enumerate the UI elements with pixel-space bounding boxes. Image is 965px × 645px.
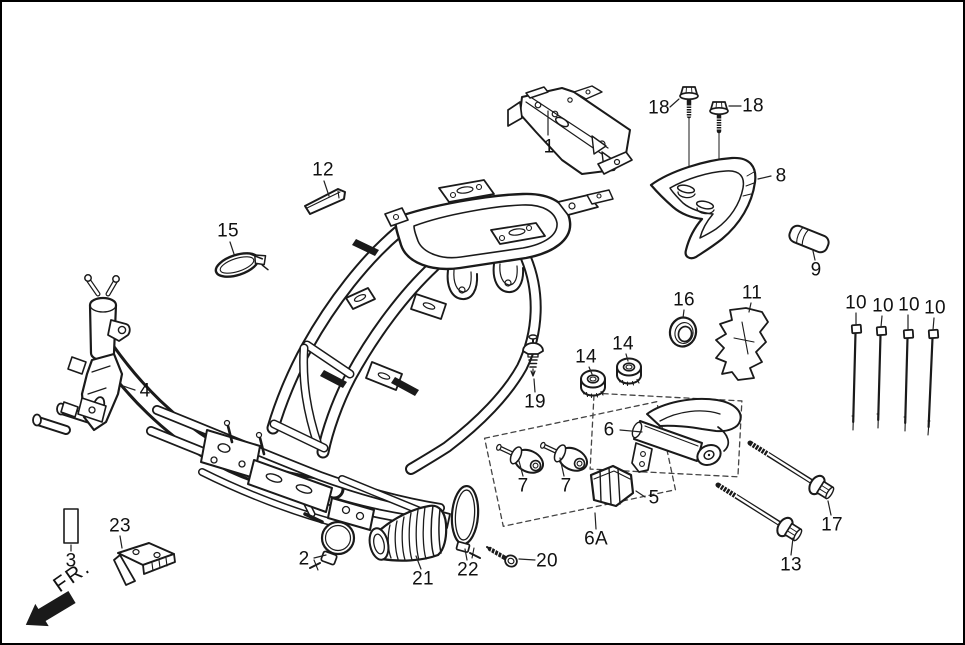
leader-line-16 <box>682 309 685 319</box>
part-label-14[interactable]: 14 <box>575 346 597 368</box>
leader-line-22 <box>464 548 468 561</box>
part-16-grommet-art <box>668 316 698 348</box>
part-label-13[interactable]: 13 <box>780 554 802 576</box>
pointer-wedge-icon <box>391 377 419 396</box>
part-19-push-clip-art <box>522 334 544 377</box>
part-label-4[interactable]: 4 <box>139 380 151 402</box>
part-label-9[interactable]: 9 <box>810 259 822 281</box>
part-20-screw-art <box>486 546 518 568</box>
part-label-21[interactable]: 21 <box>412 568 434 590</box>
part-label-16[interactable]: 16 <box>673 289 695 311</box>
leader-line-14 <box>588 366 593 375</box>
part-label-2[interactable]: 2 <box>298 548 310 570</box>
part-label-14[interactable]: 14 <box>612 333 634 355</box>
leader-line-6A <box>594 512 597 530</box>
leader-line-17 <box>827 500 832 516</box>
leader-line-12 <box>323 180 330 197</box>
frame-art <box>32 179 614 531</box>
part-21-air-duct-art <box>368 504 448 562</box>
front-arrow-icon <box>25 591 76 627</box>
part-label-17[interactable]: 17 <box>821 514 843 536</box>
part-label-22[interactable]: 22 <box>457 559 479 581</box>
leader-line-13 <box>790 537 794 556</box>
leader-line-7 <box>518 460 524 477</box>
part-label-20[interactable]: 20 <box>536 550 558 572</box>
part-18-flange-bolts-art <box>679 86 729 195</box>
part-5-rubber-mount-art <box>589 464 635 508</box>
leader-line-20 <box>518 558 536 561</box>
leader-line-19 <box>533 378 536 393</box>
leader-line-5 <box>635 490 646 498</box>
part-6-engine-hanger-art <box>631 397 742 473</box>
leader-line-14 <box>625 353 629 362</box>
part-label-10[interactable]: 10 <box>924 297 946 319</box>
part-11-bracket-art <box>715 307 769 381</box>
part-label-10[interactable]: 10 <box>872 295 894 317</box>
part-15-wire-clamp-art <box>214 252 269 278</box>
part-label-23[interactable]: 23 <box>109 515 131 537</box>
part-label-10[interactable]: 10 <box>845 292 867 314</box>
part-label-7[interactable]: 7 <box>517 475 529 497</box>
pointer-wedge-icon <box>320 370 347 388</box>
part-label-18[interactable]: 18 <box>742 95 764 117</box>
part-label-19[interactable]: 19 <box>524 391 546 413</box>
leader-line-8 <box>757 175 772 180</box>
part-label-7[interactable]: 7 <box>560 475 572 497</box>
part-label-15[interactable]: 15 <box>217 220 239 242</box>
leader-line-18 <box>669 98 680 108</box>
part-label-1[interactable]: 1 <box>543 136 555 158</box>
part-10-cable-ties-art <box>850 323 940 436</box>
part-23-bracket-art <box>113 542 176 586</box>
pointer-wedge-icon <box>352 239 379 256</box>
part-label-10[interactable]: 10 <box>898 294 920 316</box>
part-2-hose-clamp-art <box>309 520 356 571</box>
part-label-6A[interactable]: 6A <box>584 528 608 550</box>
part-9-rubber-cap-art <box>788 224 830 254</box>
leader-line-6 <box>619 429 643 433</box>
leader-line-23 <box>119 535 123 549</box>
leader-line-7 <box>559 457 565 477</box>
part-17-long-bolt-art <box>747 440 835 500</box>
part-22-band-clamp-art <box>450 484 481 559</box>
part-3-label-plate-art <box>63 508 79 544</box>
leader-line-15 <box>229 241 235 255</box>
part-8-grab-rail-art <box>649 156 757 260</box>
part-12-plate-art <box>304 188 346 215</box>
leader-lines <box>70 98 935 570</box>
part-label-11[interactable]: 11 <box>741 282 763 304</box>
leader-line-10 <box>880 315 883 328</box>
leader-line-21 <box>415 555 422 570</box>
part-14-flange-nuts-art <box>580 357 642 399</box>
part-label-6[interactable]: 6 <box>603 419 615 441</box>
leader-line-9 <box>812 250 816 261</box>
part-label-3[interactable]: 3 <box>65 550 77 572</box>
part-label-8[interactable]: 8 <box>775 165 787 187</box>
part-label-18[interactable]: 18 <box>648 97 670 119</box>
part-label-5[interactable]: 5 <box>648 487 660 509</box>
part-1-bracket-art <box>507 85 633 175</box>
leader-line-10 <box>932 317 935 331</box>
part-label-12[interactable]: 12 <box>312 159 334 181</box>
leader-line-4 <box>122 385 136 391</box>
part-13-long-bolt-art <box>715 482 803 542</box>
leader-line-11 <box>748 302 752 313</box>
part-7-bushings-art <box>495 441 589 474</box>
leader-line-2 <box>313 554 327 559</box>
